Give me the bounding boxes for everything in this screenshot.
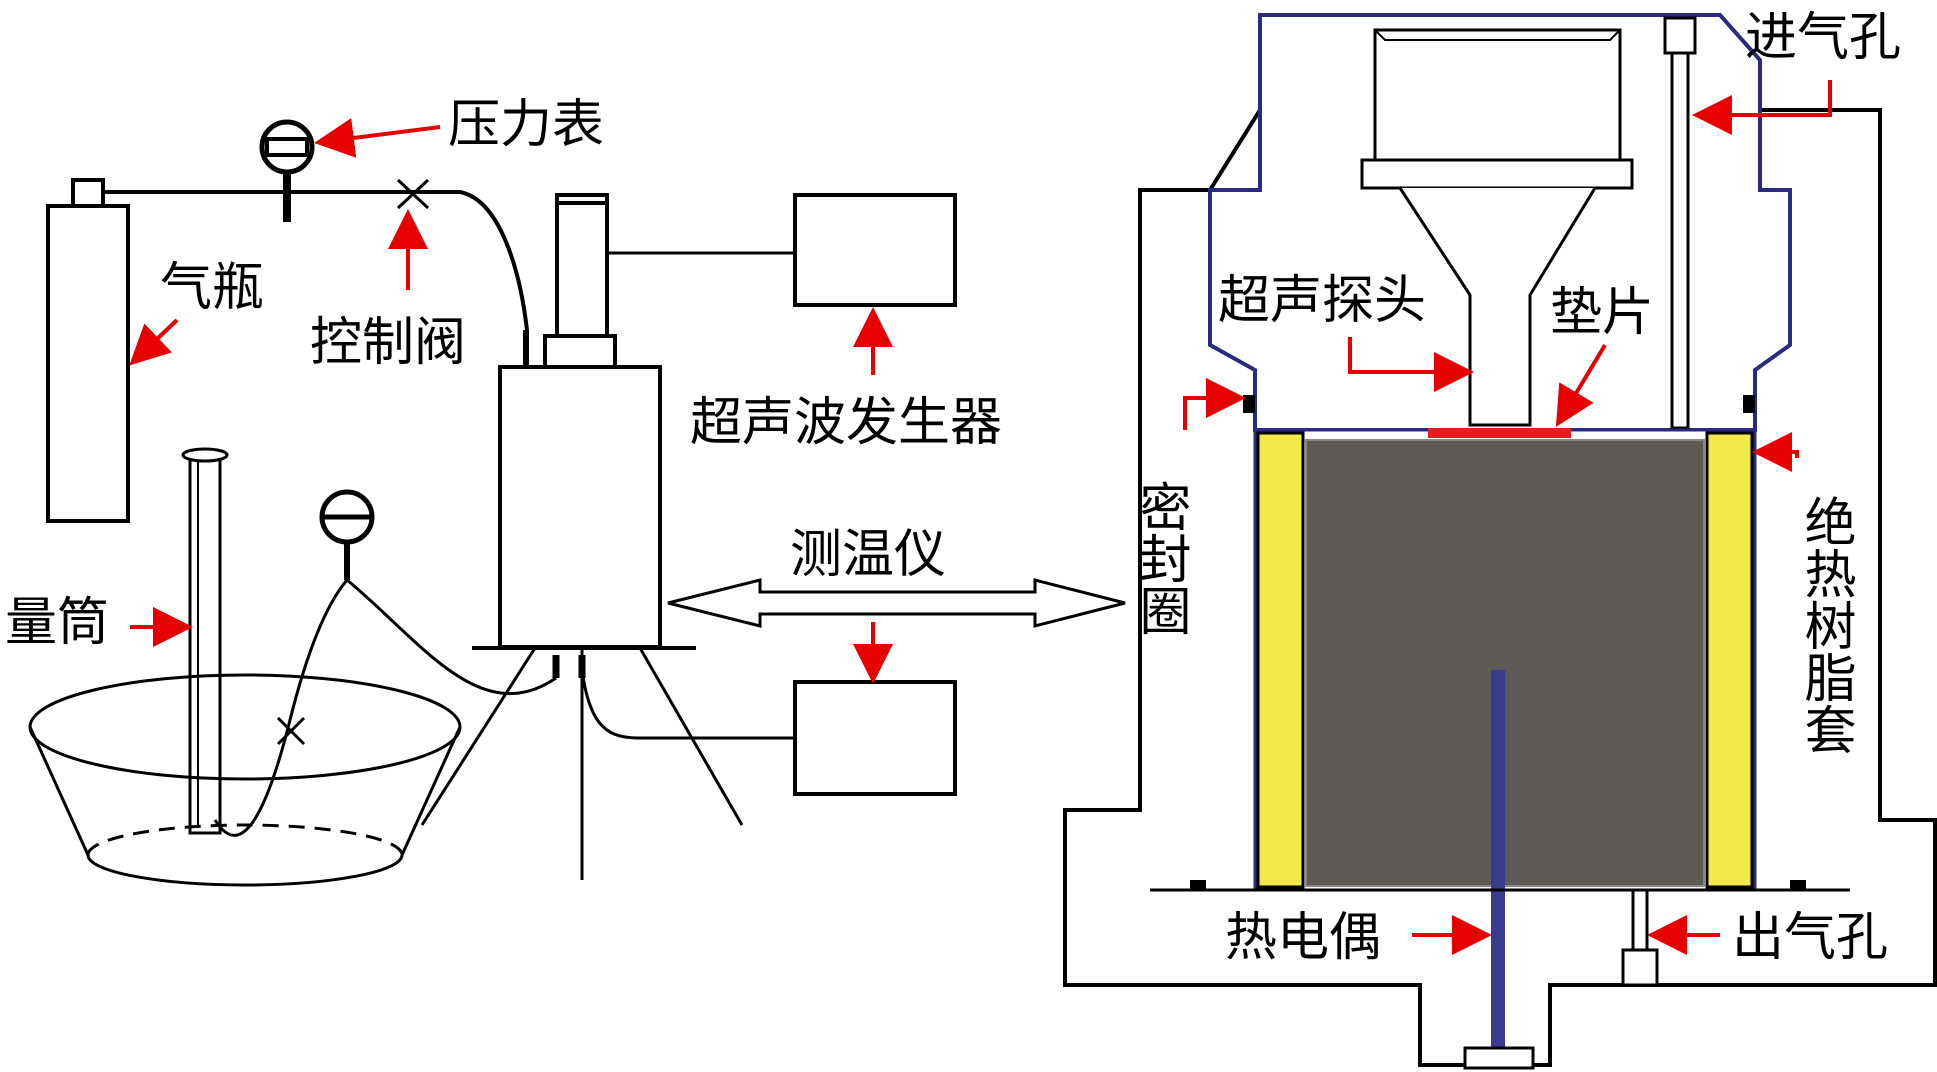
label-control-valve: 控制阀 xyxy=(310,313,466,373)
label-gas-outlet: 出气孔 xyxy=(1732,908,1888,968)
label-gas-inlet: 进气孔 xyxy=(1745,8,1901,68)
label-measuring-cylinder: 量筒 xyxy=(5,593,109,653)
gas-cylinder xyxy=(46,178,130,523)
outlet-pressure-gauge-icon xyxy=(319,489,375,580)
pressure-gauge-icon xyxy=(259,119,315,222)
annotation-arrows xyxy=(129,80,1832,955)
label-thermometer: 测温仪 xyxy=(790,525,946,585)
seal-ring-right-icon xyxy=(1743,395,1755,413)
seal-ring-left-icon xyxy=(1243,395,1255,413)
label-seal-ring: 密封圈 xyxy=(1130,480,1190,636)
insulation-sleeve-right xyxy=(1705,431,1754,889)
ultrasonic-probe xyxy=(1360,28,1634,427)
label-ultrasonic-probe: 超声探头 xyxy=(1218,271,1426,331)
control-valve-icon xyxy=(396,178,430,210)
gasket xyxy=(1428,428,1571,438)
label-gas-cylinder: 气瓶 xyxy=(160,258,264,318)
thermometer-double-arrow xyxy=(667,578,1126,628)
water-basin xyxy=(28,673,462,887)
thermometer-box xyxy=(793,680,957,796)
insulation-sleeve-left xyxy=(1256,431,1305,889)
ultrasonic-generator-box xyxy=(793,193,957,307)
label-pressure-gauge: 压力表 xyxy=(448,95,604,155)
label-insulation-sleeve: 绝热树脂套 xyxy=(1795,495,1855,755)
return-valve-icon xyxy=(276,716,306,746)
label-thermocouple: 热电偶 xyxy=(1225,908,1381,968)
thermocouple-rod xyxy=(1491,670,1505,1055)
thermocouple-base xyxy=(1463,1046,1535,1070)
reactor-vessel xyxy=(420,193,795,880)
thermometer-cable xyxy=(580,669,795,740)
gas-supply-line xyxy=(103,190,529,331)
gas-inlet-tube xyxy=(1663,16,1697,430)
gas-return-tube xyxy=(213,577,557,837)
label-ultrasonic-generator: 超声波发生器 xyxy=(690,393,1002,453)
label-gasket: 垫片 xyxy=(1550,283,1654,343)
measuring-cylinder xyxy=(181,447,229,835)
